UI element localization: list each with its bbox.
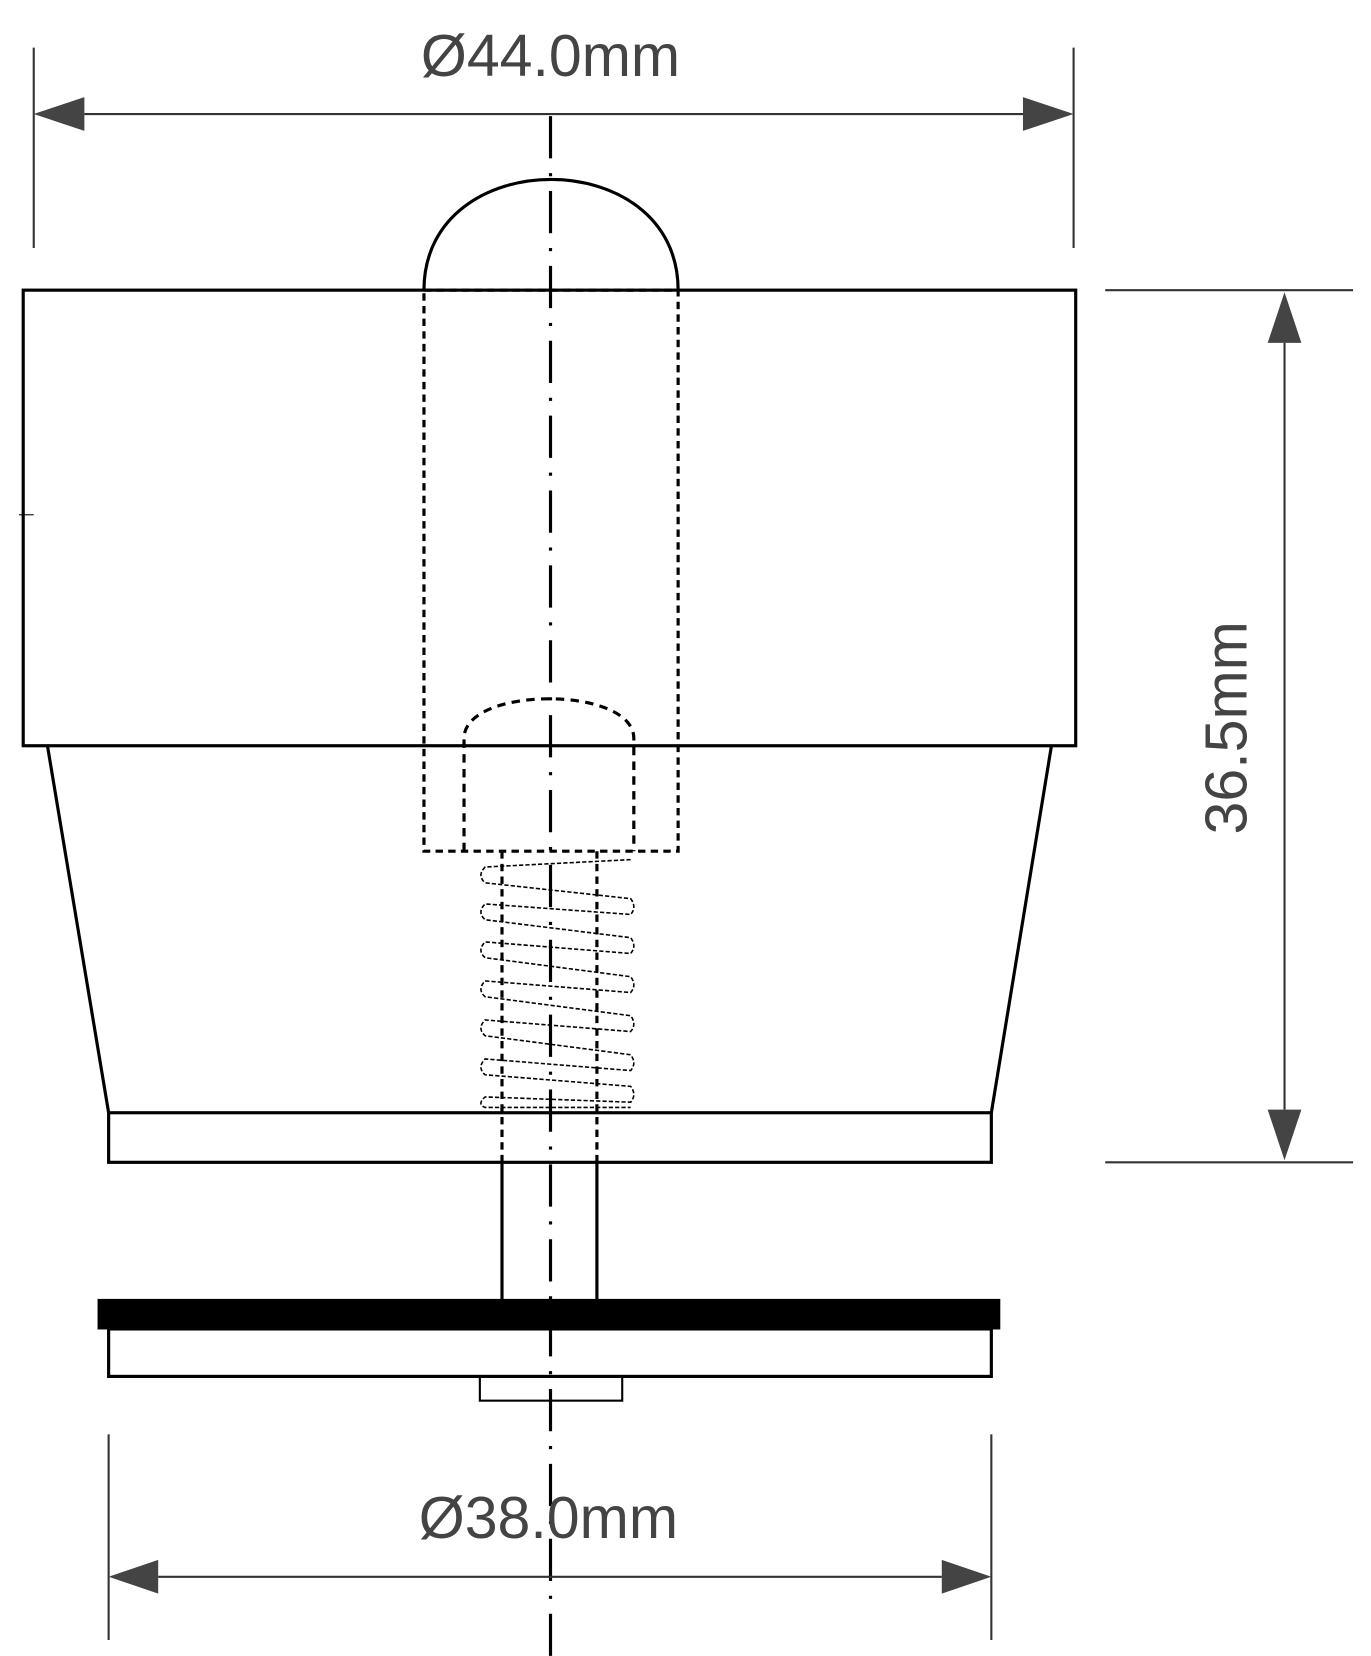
spring (480, 858, 635, 1109)
bottom-ring (107, 1111, 993, 1164)
top-diameter-dimension (32, 47, 1075, 248)
upper-body (21, 288, 1078, 748)
top-diameter-label: Ø44.0mm (421, 23, 680, 89)
height-label: 36.5mm (1194, 621, 1260, 834)
hidden-plunger (422, 288, 680, 853)
bottom-diameter-label: Ø38.0mm (419, 1485, 678, 1551)
taper-right (989, 745, 1054, 1114)
height-dimension (1105, 289, 1354, 1164)
bottom-diameter-dimension (107, 1434, 993, 1641)
taper-left (45, 745, 111, 1114)
plunger-dome (422, 177, 680, 291)
base-boss (478, 1375, 624, 1402)
hidden-inner-dome (462, 697, 636, 852)
base-plate-black (97, 1298, 1001, 1330)
